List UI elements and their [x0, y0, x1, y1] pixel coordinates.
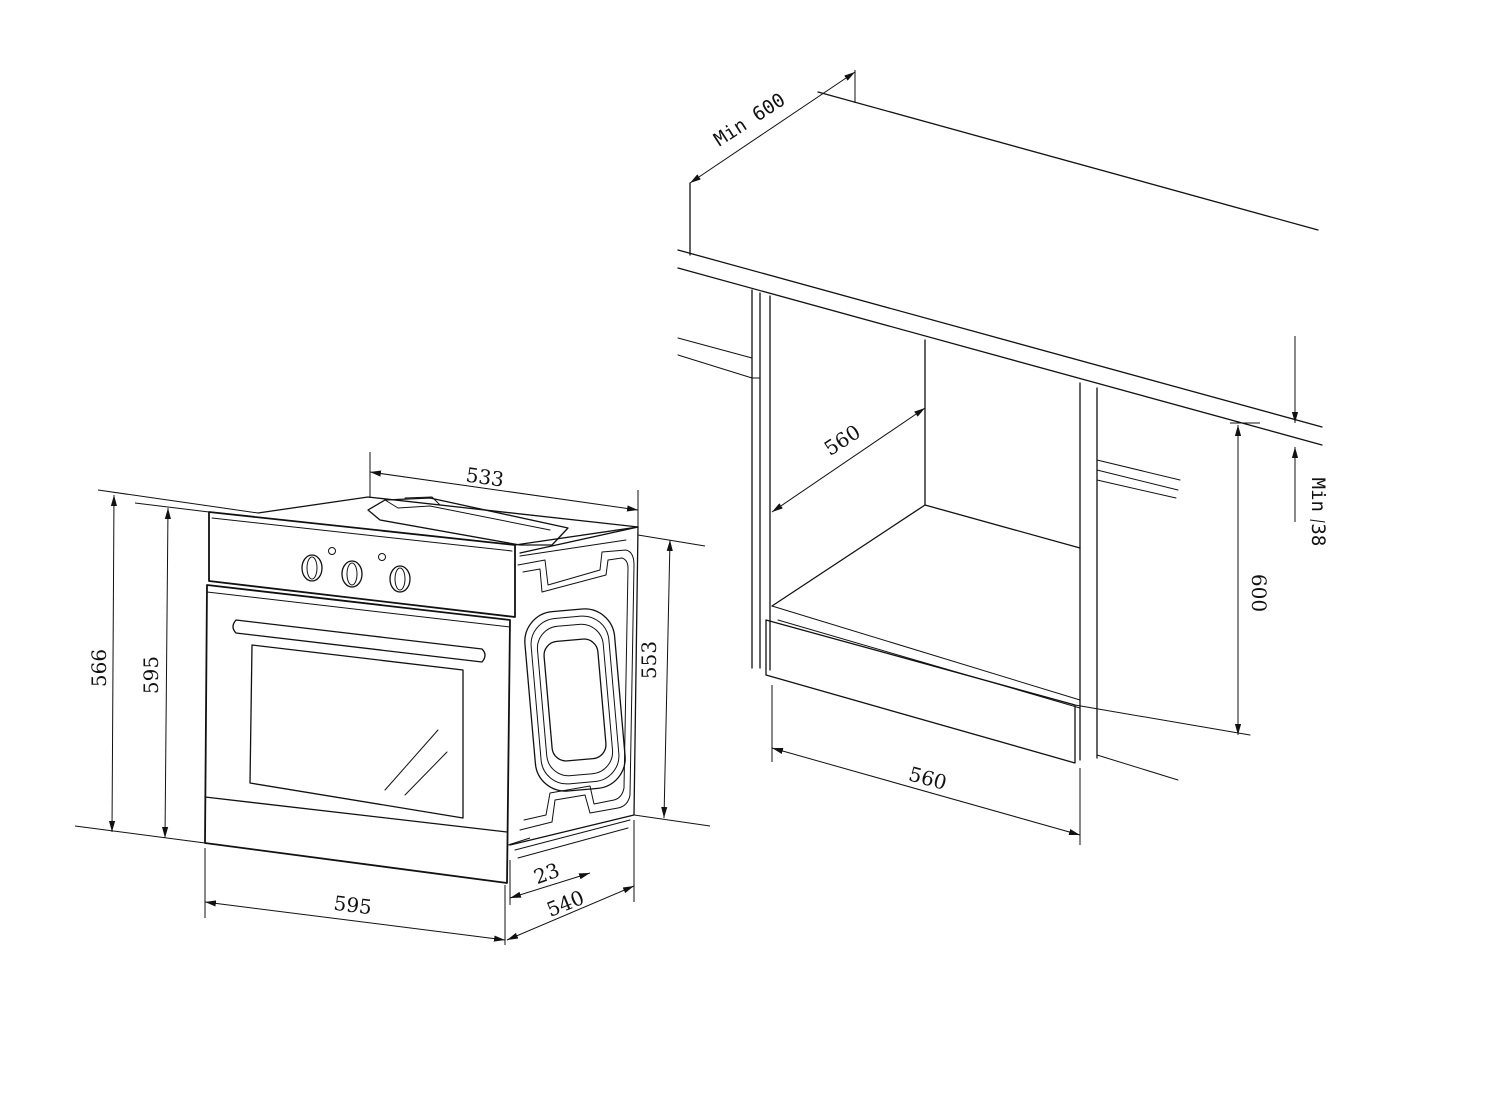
oven-side [509, 526, 639, 859]
knob-2 [341, 553, 386, 588]
countertop [677, 91, 1323, 446]
cabinet-plinth [765, 619, 1251, 764]
top-vent [367, 496, 569, 546]
cabinet-drawing: Min 600 560 Min 38 600 560 [677, 70, 1329, 845]
label-600: 600 [1247, 574, 1271, 612]
cabinet-right-panel [1079, 382, 1181, 781]
dim-top-width: 533 [369, 452, 639, 527]
dim-width-560: 560 [771, 685, 1081, 845]
dim-height-600: 600 [1230, 422, 1271, 735]
cabinet-cavity [771, 339, 1081, 701]
dim-min-600: Min 600 [689, 70, 856, 184]
door-handle [232, 619, 486, 663]
label-560-width: 560 [906, 762, 949, 795]
dim-height-566: 566 [74, 489, 259, 844]
control-panel [208, 511, 516, 618]
label-595-horizontal: 595 [332, 891, 373, 919]
label-min-600: Min 600 [710, 89, 789, 151]
label-566: 566 [87, 649, 111, 687]
side-emboss [524, 608, 626, 792]
label-595-vertical: 595 [139, 656, 163, 694]
dim-front-595: 595 [204, 848, 506, 945]
knob-1 [301, 547, 336, 582]
label-23: 23 [531, 858, 563, 889]
dim-height-595: 595 [134, 502, 210, 839]
label-533: 533 [464, 463, 505, 492]
knob-3 [389, 565, 411, 593]
label-560-depth: 560 [820, 420, 865, 461]
dim-depth-540: 540 [506, 820, 635, 941]
cabinet-left-panel [677, 289, 771, 671]
door-window [249, 644, 464, 819]
oven-drawing: 533 566 595 553 595 [74, 452, 711, 945]
dim-min-38: Min 38 [1291, 336, 1329, 547]
dim-side-553: 553 [633, 534, 711, 827]
label-min-38: Min 38 [1307, 478, 1329, 547]
dim-inner-560: 560 [771, 407, 926, 513]
oven-door [204, 584, 511, 884]
label-553: 553 [637, 641, 661, 679]
label-540: 540 [543, 885, 587, 922]
